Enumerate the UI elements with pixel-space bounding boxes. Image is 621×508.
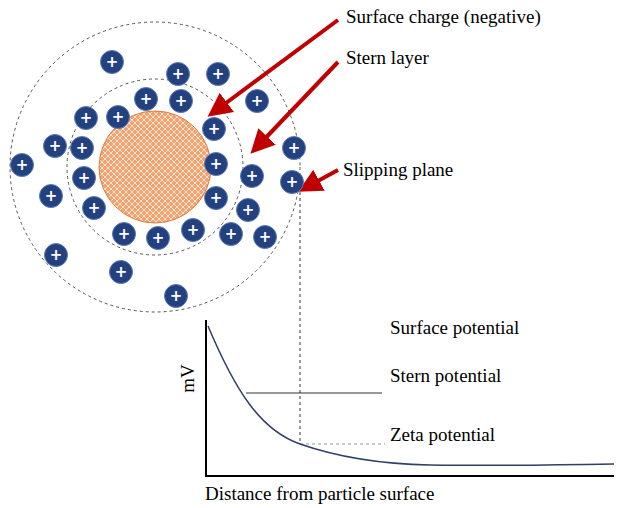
label: Slipping plane (343, 160, 453, 181)
cation: + (245, 89, 269, 113)
cation: + (10, 153, 34, 177)
label: Stern potential (390, 366, 501, 387)
charge-sign: + (212, 67, 225, 82)
cation: + (282, 136, 306, 160)
stern-guide (246, 393, 382, 394)
slipping-plane-guide (300, 192, 301, 444)
charge-sign: + (225, 227, 238, 242)
charge-sign: + (210, 157, 223, 172)
charge-sign: + (16, 158, 29, 173)
cation: + (236, 198, 260, 222)
cation: + (70, 136, 94, 160)
cation: + (146, 226, 170, 250)
charge-sign: + (246, 169, 259, 184)
cation: + (206, 62, 230, 86)
cation: + (44, 243, 68, 267)
cation: + (169, 89, 193, 113)
cation: + (134, 87, 158, 111)
charge-sign: + (286, 175, 299, 190)
cation: + (240, 164, 264, 188)
cation: + (39, 184, 63, 208)
axis-label: mV (178, 364, 199, 393)
pointer-arrow (214, 20, 338, 112)
cation: + (74, 106, 98, 130)
charge-sign: + (78, 171, 91, 186)
potential-curve (208, 326, 614, 465)
charge-sign: + (88, 201, 101, 216)
charge-sign: + (140, 92, 153, 107)
zeta-guide (300, 444, 385, 445)
cation: + (202, 117, 226, 141)
cation: + (219, 222, 243, 246)
charge-sign: + (187, 223, 200, 238)
charge-sign: + (152, 231, 165, 246)
cation: + (109, 260, 133, 284)
charge-sign: + (112, 110, 125, 125)
cation: + (280, 170, 304, 194)
charge-sign: + (259, 230, 272, 245)
label: Surface potential (390, 318, 519, 339)
charge-sign: + (45, 189, 58, 204)
charge-sign: + (175, 94, 188, 109)
charge-sign: + (210, 191, 223, 206)
charge-sign: + (208, 122, 221, 137)
charge-sign: + (106, 55, 119, 70)
charge-sign: + (115, 265, 128, 280)
cation: + (164, 284, 188, 308)
cation: + (82, 196, 106, 220)
charge-sign: + (49, 139, 62, 154)
stern-boundary (67, 79, 243, 255)
cation: + (166, 62, 190, 86)
charge-sign: + (242, 203, 255, 218)
charge-sign: + (251, 94, 264, 109)
charge-sign: + (80, 111, 93, 126)
charge-sign: + (118, 227, 131, 242)
label: Surface charge (negative) (346, 7, 541, 28)
cation: + (112, 222, 136, 246)
cation: + (43, 134, 67, 158)
charge-sign: + (50, 248, 63, 263)
cation: + (100, 50, 124, 74)
axes (206, 320, 614, 476)
pointer-arrow (305, 170, 338, 188)
charge-sign: + (170, 289, 183, 304)
cation: + (181, 218, 205, 242)
charge-sign: + (76, 141, 89, 156)
cation: + (204, 186, 228, 210)
outer-boundary (10, 22, 300, 312)
cation: + (106, 105, 130, 129)
cation: + (204, 152, 228, 176)
cation: + (72, 166, 96, 190)
charge-sign: + (172, 67, 185, 82)
cation: + (253, 225, 277, 249)
label: Distance from particle surface (205, 484, 434, 505)
charge-sign: + (288, 141, 301, 156)
label: Stern layer (346, 48, 429, 69)
label: Zeta potential (390, 425, 495, 446)
